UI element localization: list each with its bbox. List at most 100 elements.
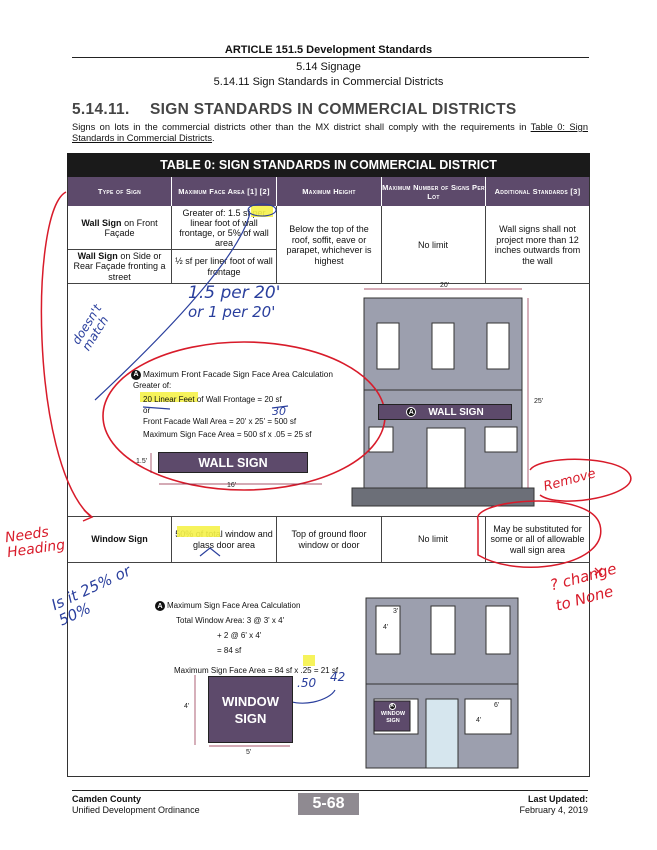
intro-paragraph: Signs on lots in the commercial district… xyxy=(72,122,588,144)
cell-wall-side: Wall Sign on Side or Rear Façade frontin… xyxy=(68,250,171,283)
article-title: ARTICLE 151.5 Development Standards xyxy=(224,44,433,56)
calc-line: Maximum Sign Face Area = 500 sf x .05 = … xyxy=(143,430,312,439)
cell-wall-height: Below the top of the roof, soffit, eave … xyxy=(286,224,372,266)
bldg-sign-line2: SIGN xyxy=(386,717,400,724)
badge-a: A xyxy=(131,369,141,380)
intro-end: . xyxy=(212,133,215,143)
bldg-width: 20' xyxy=(440,282,450,289)
header-divider xyxy=(72,57,589,58)
col-header-face-area: Maximum Face Area [1] [2] xyxy=(172,177,276,206)
highlight xyxy=(303,655,315,666)
cell-window-face: 50% of total window and glass door area xyxy=(175,529,273,550)
cell-wall-front: Wall Sign on Front Façade xyxy=(68,207,171,249)
footer-county: Camden County xyxy=(72,794,142,804)
footer-ordinance: Unified Development Ordinance xyxy=(72,805,200,815)
calc-line: 20 Linear Feet of Wall Frontage = 20 sf xyxy=(143,395,282,404)
window-sign-line2: SIGN xyxy=(234,710,267,726)
grid-line xyxy=(68,283,590,284)
col-header-type: Type of Sign xyxy=(68,177,171,206)
intro-text: Signs on lots in the commercial district… xyxy=(72,122,531,132)
dim-width: 5' xyxy=(246,749,252,756)
grid-line xyxy=(171,516,172,562)
page-number: 5-68 xyxy=(298,793,359,815)
annotation-ellipse xyxy=(477,500,602,568)
bldg-dim: 3' xyxy=(393,608,399,615)
cell-face-side: ½ sf per liner foot of wall frontage xyxy=(175,256,273,277)
note-50: .50 xyxy=(297,676,317,690)
note-42: 42 xyxy=(330,670,346,684)
table-link[interactable]: Table 0: Sign Standards in Commercial Di… xyxy=(72,122,588,143)
footer-divider xyxy=(72,790,588,791)
highlight xyxy=(140,392,198,402)
subsection-title: 5.14.11 Sign Standards in Commercial Dis… xyxy=(213,76,444,88)
note-30: 30 xyxy=(272,405,286,418)
cell-window-height: Top of ground floor window or door xyxy=(291,529,367,550)
wall-side-rest: on Side or Rear Façade fronting a street xyxy=(73,250,166,282)
cell-window-type: Window Sign xyxy=(91,534,148,545)
section-title: 5.14 Signage xyxy=(296,61,361,73)
grid-line xyxy=(68,562,590,563)
example-b-calc: Total Window Area: 3 @ 3' x 4' + 2 @ 6' … xyxy=(174,613,339,678)
grid-line xyxy=(68,516,590,517)
badge-b: A xyxy=(155,601,165,611)
building-wall-sign: A WALL SIGN xyxy=(378,404,512,420)
highlight xyxy=(251,206,273,217)
bldg-badge-b: A xyxy=(388,703,396,710)
calc-line: or xyxy=(143,406,151,415)
wall-sign-sample: WALL SIGN xyxy=(158,452,308,473)
cell-wall-additional: Wall signs shall not project more than 1… xyxy=(494,224,581,266)
bldg-dim: 4' xyxy=(476,717,482,724)
note-rate2: or 1 per 20' xyxy=(188,303,276,321)
calc-line: Maximum Sign Face Area = 84 sf x .25 = 2… xyxy=(174,666,339,675)
bldg-window-sign: A WINDOW SIGN xyxy=(376,703,410,725)
window-sign-sample: WINDOW SIGN xyxy=(208,676,293,743)
bldg-height: 25' xyxy=(534,398,544,405)
footer-updated-label: Last Updated: xyxy=(527,794,588,804)
bldg-badge-a: A xyxy=(406,407,417,417)
calc-line: + 2 @ 6' x 4' xyxy=(217,631,262,640)
dim-height: 4' xyxy=(184,703,190,710)
grid-line xyxy=(68,249,276,250)
bldg-sign-line1: WINDOW xyxy=(380,710,406,717)
calc-line: Front Facade Wall Area = 20' x 25' = 500… xyxy=(143,417,297,426)
building-illustration-b xyxy=(365,597,519,769)
example-a-title-text: Maximum Front Facade Sign Face Area Calc… xyxy=(143,369,333,379)
bldg-sign-text: WALL SIGN xyxy=(428,406,484,418)
section-number: 5.14.11. xyxy=(72,101,130,118)
footer-updated-date: February 4, 2019 xyxy=(519,805,588,815)
calc-line: Total Window Area: 3 @ 3' x 4' xyxy=(176,616,285,625)
col-header-number: Maximum Number of Signs Per Lot xyxy=(382,177,485,206)
grid-line xyxy=(485,206,486,283)
building-illustration-a xyxy=(351,288,535,507)
cell-window-number: No limit xyxy=(417,534,448,545)
grid-line xyxy=(485,516,486,562)
grid-line xyxy=(276,516,277,562)
window-sign-line1: WINDOW xyxy=(221,693,280,709)
wall-front-bold: Wall Sign xyxy=(81,217,122,228)
wall-side-bold: Wall Sign xyxy=(77,250,118,261)
grid-line xyxy=(276,206,277,283)
dim-height: 1.5' xyxy=(136,458,148,465)
section-heading-text: SIGN STANDARDS IN COMMERCIAL DISTRICTS xyxy=(150,101,517,118)
col-header-height: Maximum Height xyxy=(277,177,381,206)
dim-width: 16' xyxy=(227,482,237,489)
example-a-calc: Greater of: 20 Linear Feet of Wall Front… xyxy=(133,379,312,441)
cell-wall-number: No limit xyxy=(417,239,448,250)
example-b-title-text: Maximum Sign Face Area Calculation xyxy=(167,601,301,611)
grid-line xyxy=(381,206,382,283)
cell-face-front: Greater of: 1.5 sf per linear foot of wa… xyxy=(179,208,269,248)
annotation-bracket xyxy=(40,191,91,517)
note-rate: 1.5 per 20' xyxy=(188,283,281,303)
grid-line xyxy=(171,206,172,283)
grid-line xyxy=(381,516,382,562)
col-header-additional: Additional Standards [3] xyxy=(486,177,589,206)
calc-line: = 84 sf xyxy=(217,646,242,655)
bldg-dim: 6' xyxy=(494,702,500,709)
calc-line: Greater of: xyxy=(133,381,172,390)
table-title: TABLE 0: SIGN STANDARDS IN COMMERCIAL DI… xyxy=(67,153,590,177)
cell-window-additional: May be substituted for some or all of al… xyxy=(490,523,585,555)
bldg-dim: 4' xyxy=(383,624,389,631)
highlight xyxy=(177,526,220,537)
